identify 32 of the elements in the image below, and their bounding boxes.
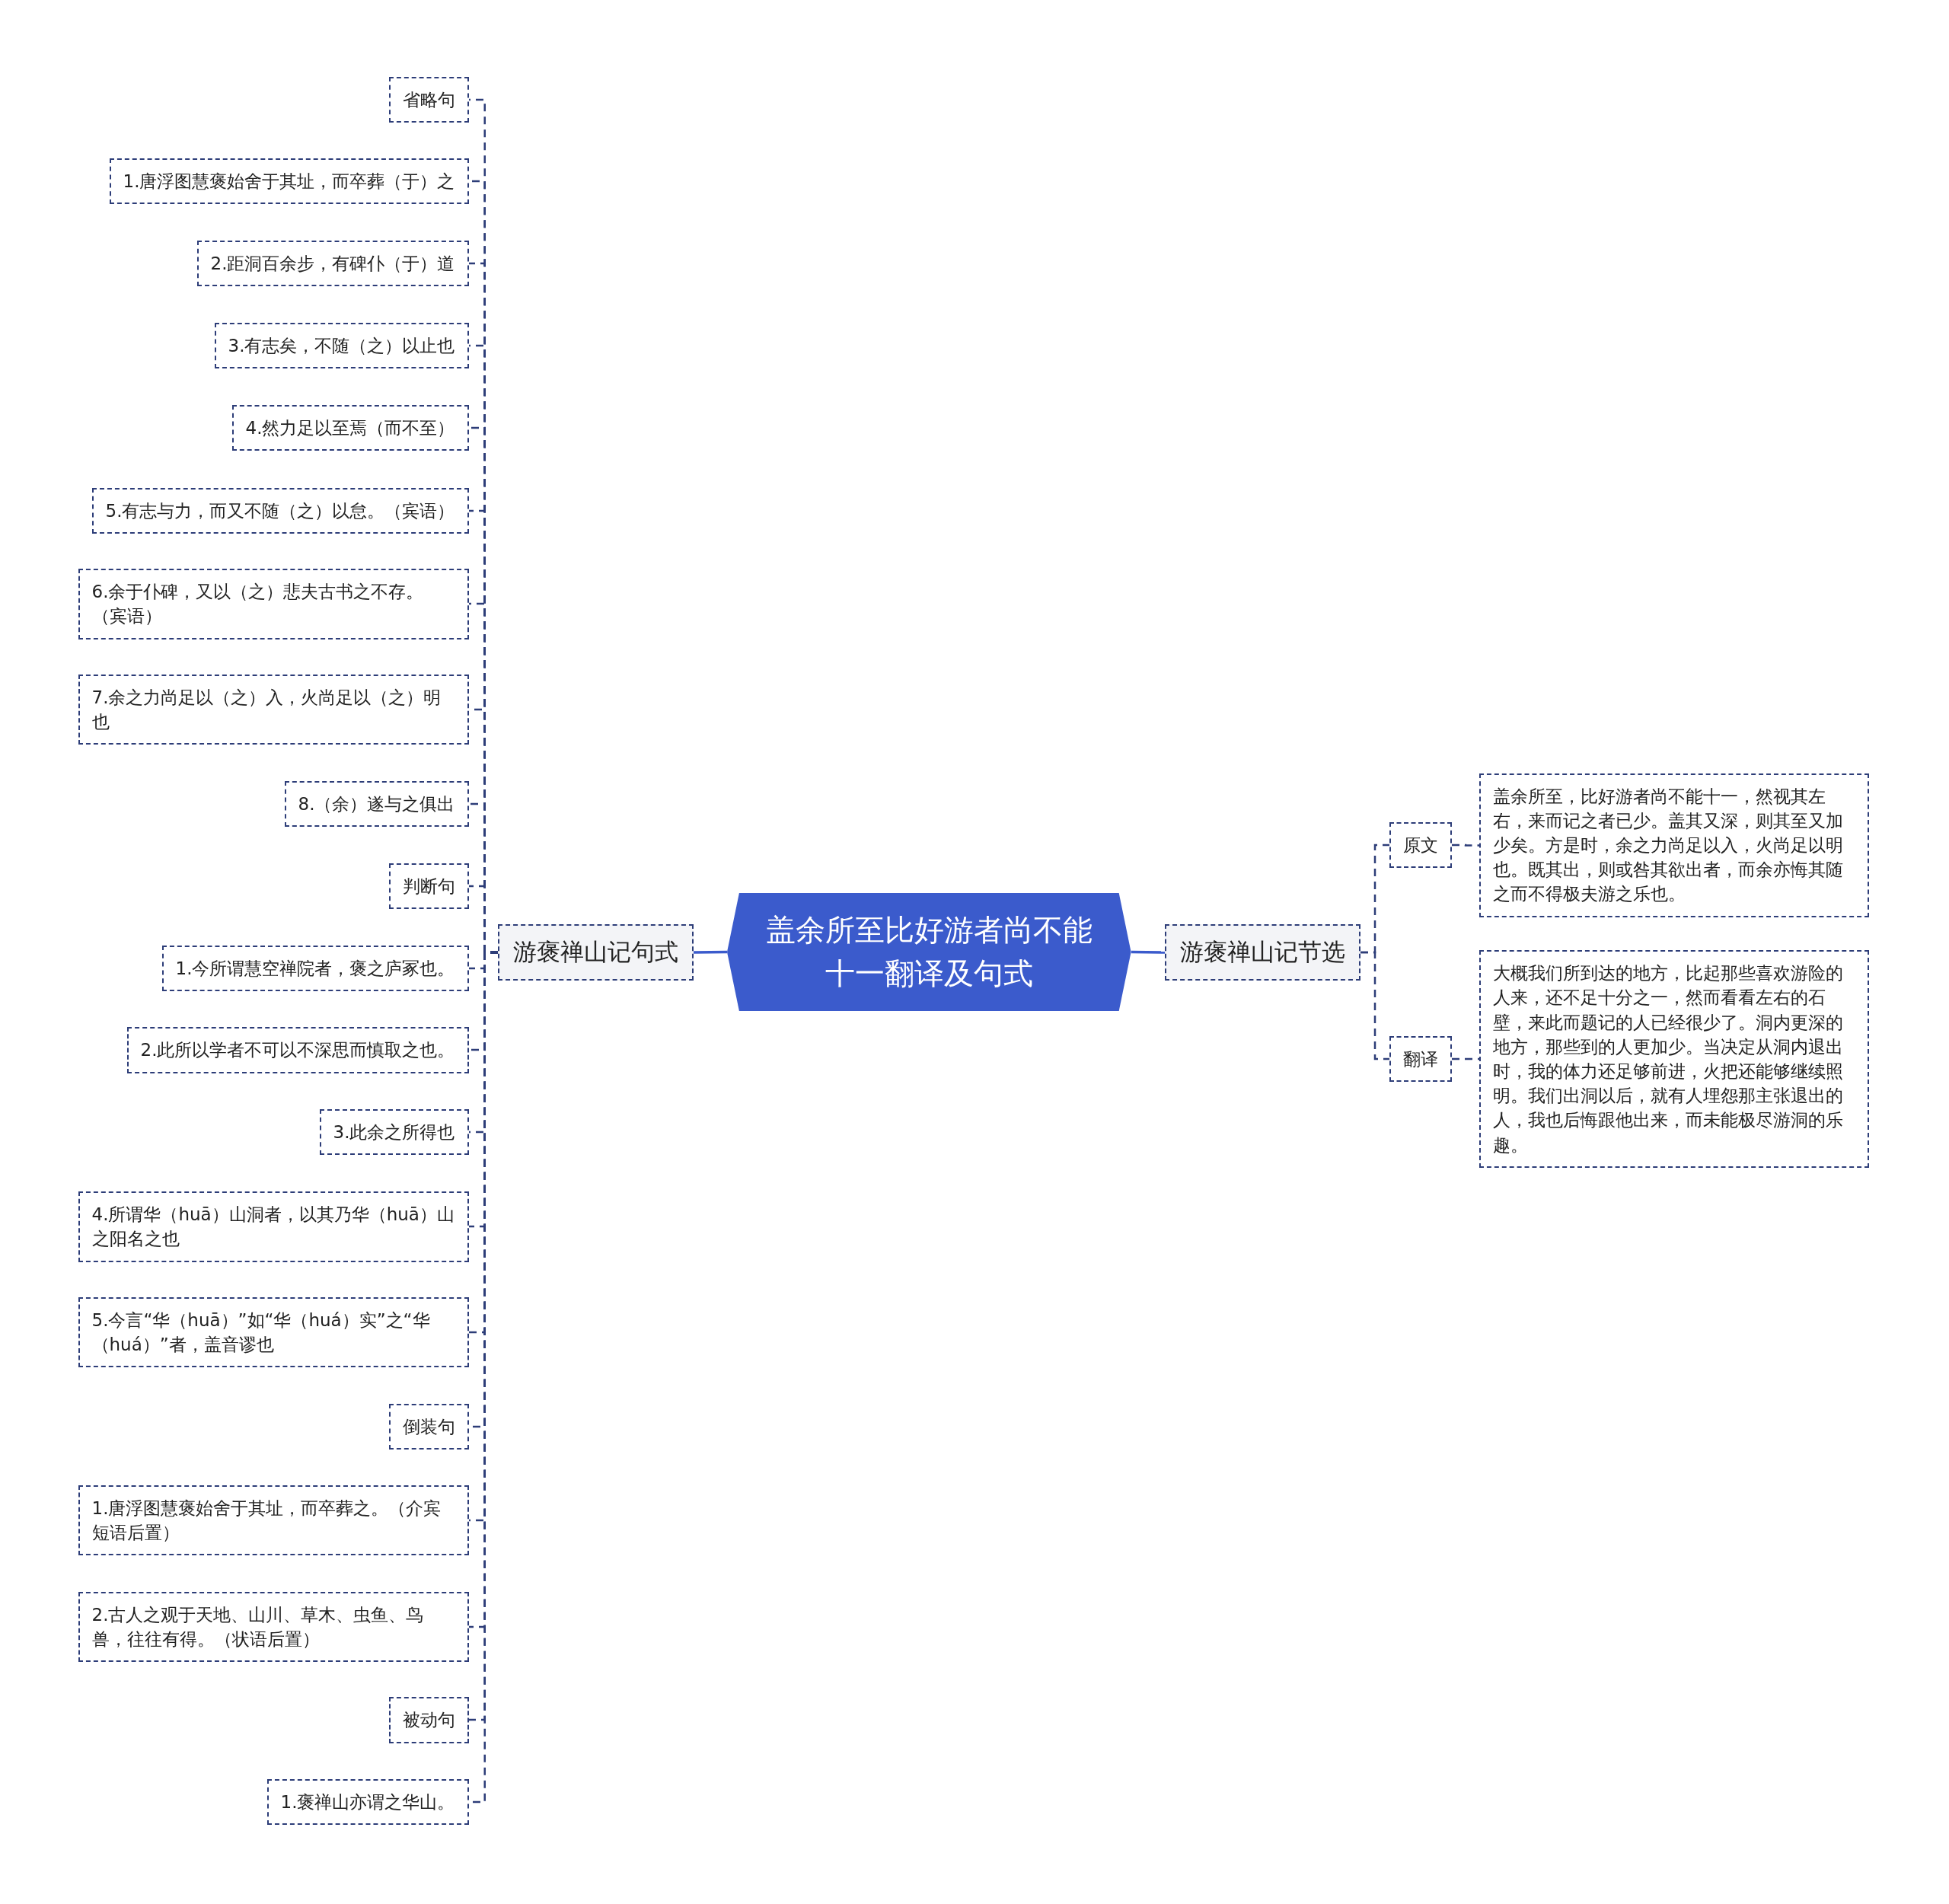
item-box: 5.有志与力，而又不随（之）以怠。（宾语） <box>91 487 469 534</box>
item-box: 5.今言“华（huā）”如“华（huá）实”之“华（huá）”者，盖音谬也 <box>78 1297 469 1368</box>
item-box: 2.距洞百余步，有碑仆（于）道 <box>196 241 469 287</box>
item-box: 1.唐浮图慧褒始舍于其址，而卒葬（于）之 <box>109 158 469 205</box>
connector <box>1452 844 1479 847</box>
item-box: 1.今所谓慧空禅院者，褒之庐冢也。 <box>161 945 469 991</box>
text-box: 盖余所至，比好游者尚不能十一，然视其左右，来而记之者已少。盖其又深，则其至又加少矣。方是时，余之力尚足以入，火尚足以明也。既其出，则或咎其欲出者，而余亦悔其随之而不得极夫游之乐也。 <box>1478 773 1870 917</box>
text-box: 大概我们所到达的地方，比起那些喜欢游险的人来，还不足十分之一，然而看看左右的石壁，来此而题记的人已经很少了。洞内更深的地方，那些到的人更加少。当决定从洞内退出时，我的体力还足够前进，火把还能够继续照明。我们出洞以后，就有人埋怨那主张退出的人，我也后悔跟他出来，而未能极尽游洞的乐趣。 <box>1478 950 1870 1168</box>
topic-box: 盖余所至比好游者尚不能十一翻译及句式 <box>727 893 1131 1012</box>
item-box: 1.唐浮图慧褒始舍于其址，而卒葬之。（介宾短语后置） <box>78 1485 469 1555</box>
item-box: 原文 <box>1389 822 1453 869</box>
connector <box>694 950 727 954</box>
item-box: 被动句 <box>388 1697 469 1743</box>
connector <box>1452 1057 1479 1060</box>
item-box: 4.所谓华（huā）山洞者，以其乃华（huā）山之阳名之也 <box>78 1191 469 1262</box>
item-box: 翻译 <box>1389 1035 1453 1083</box>
branch-box: 游褒禅山记句式 <box>498 923 694 981</box>
branch-box: 游褒禅山记节选 <box>1164 923 1360 981</box>
item-box: 判断句 <box>388 863 469 910</box>
item-box: 3.有志矣，不随（之）以止也 <box>214 322 469 368</box>
item-box: 1.褒禅山亦谓之华山。 <box>266 1779 469 1826</box>
item-box: 2.古人之观于天地、山川、草木、虫鱼、鸟兽，往往有得。（状语后置） <box>78 1591 469 1663</box>
item-box: 3.此余之所得也 <box>319 1109 469 1156</box>
connector <box>1360 951 1389 1060</box>
item-box: 6.余于仆碑，又以（之）悲夫古书之不存。（宾语） <box>78 569 469 639</box>
item-box: 省略句 <box>388 76 469 123</box>
item-box: 8.（余）遂与之俱出 <box>284 781 469 828</box>
item-box: 倒装句 <box>388 1404 469 1450</box>
item-box: 4.然力足以至焉（而不至） <box>231 404 469 451</box>
item-box: 7.余之力尚足以（之）入，火尚足以（之）明也 <box>78 675 469 745</box>
connector <box>1131 950 1165 954</box>
item-box: 2.此所以学者不可以不深思而慎取之也。 <box>126 1027 469 1073</box>
